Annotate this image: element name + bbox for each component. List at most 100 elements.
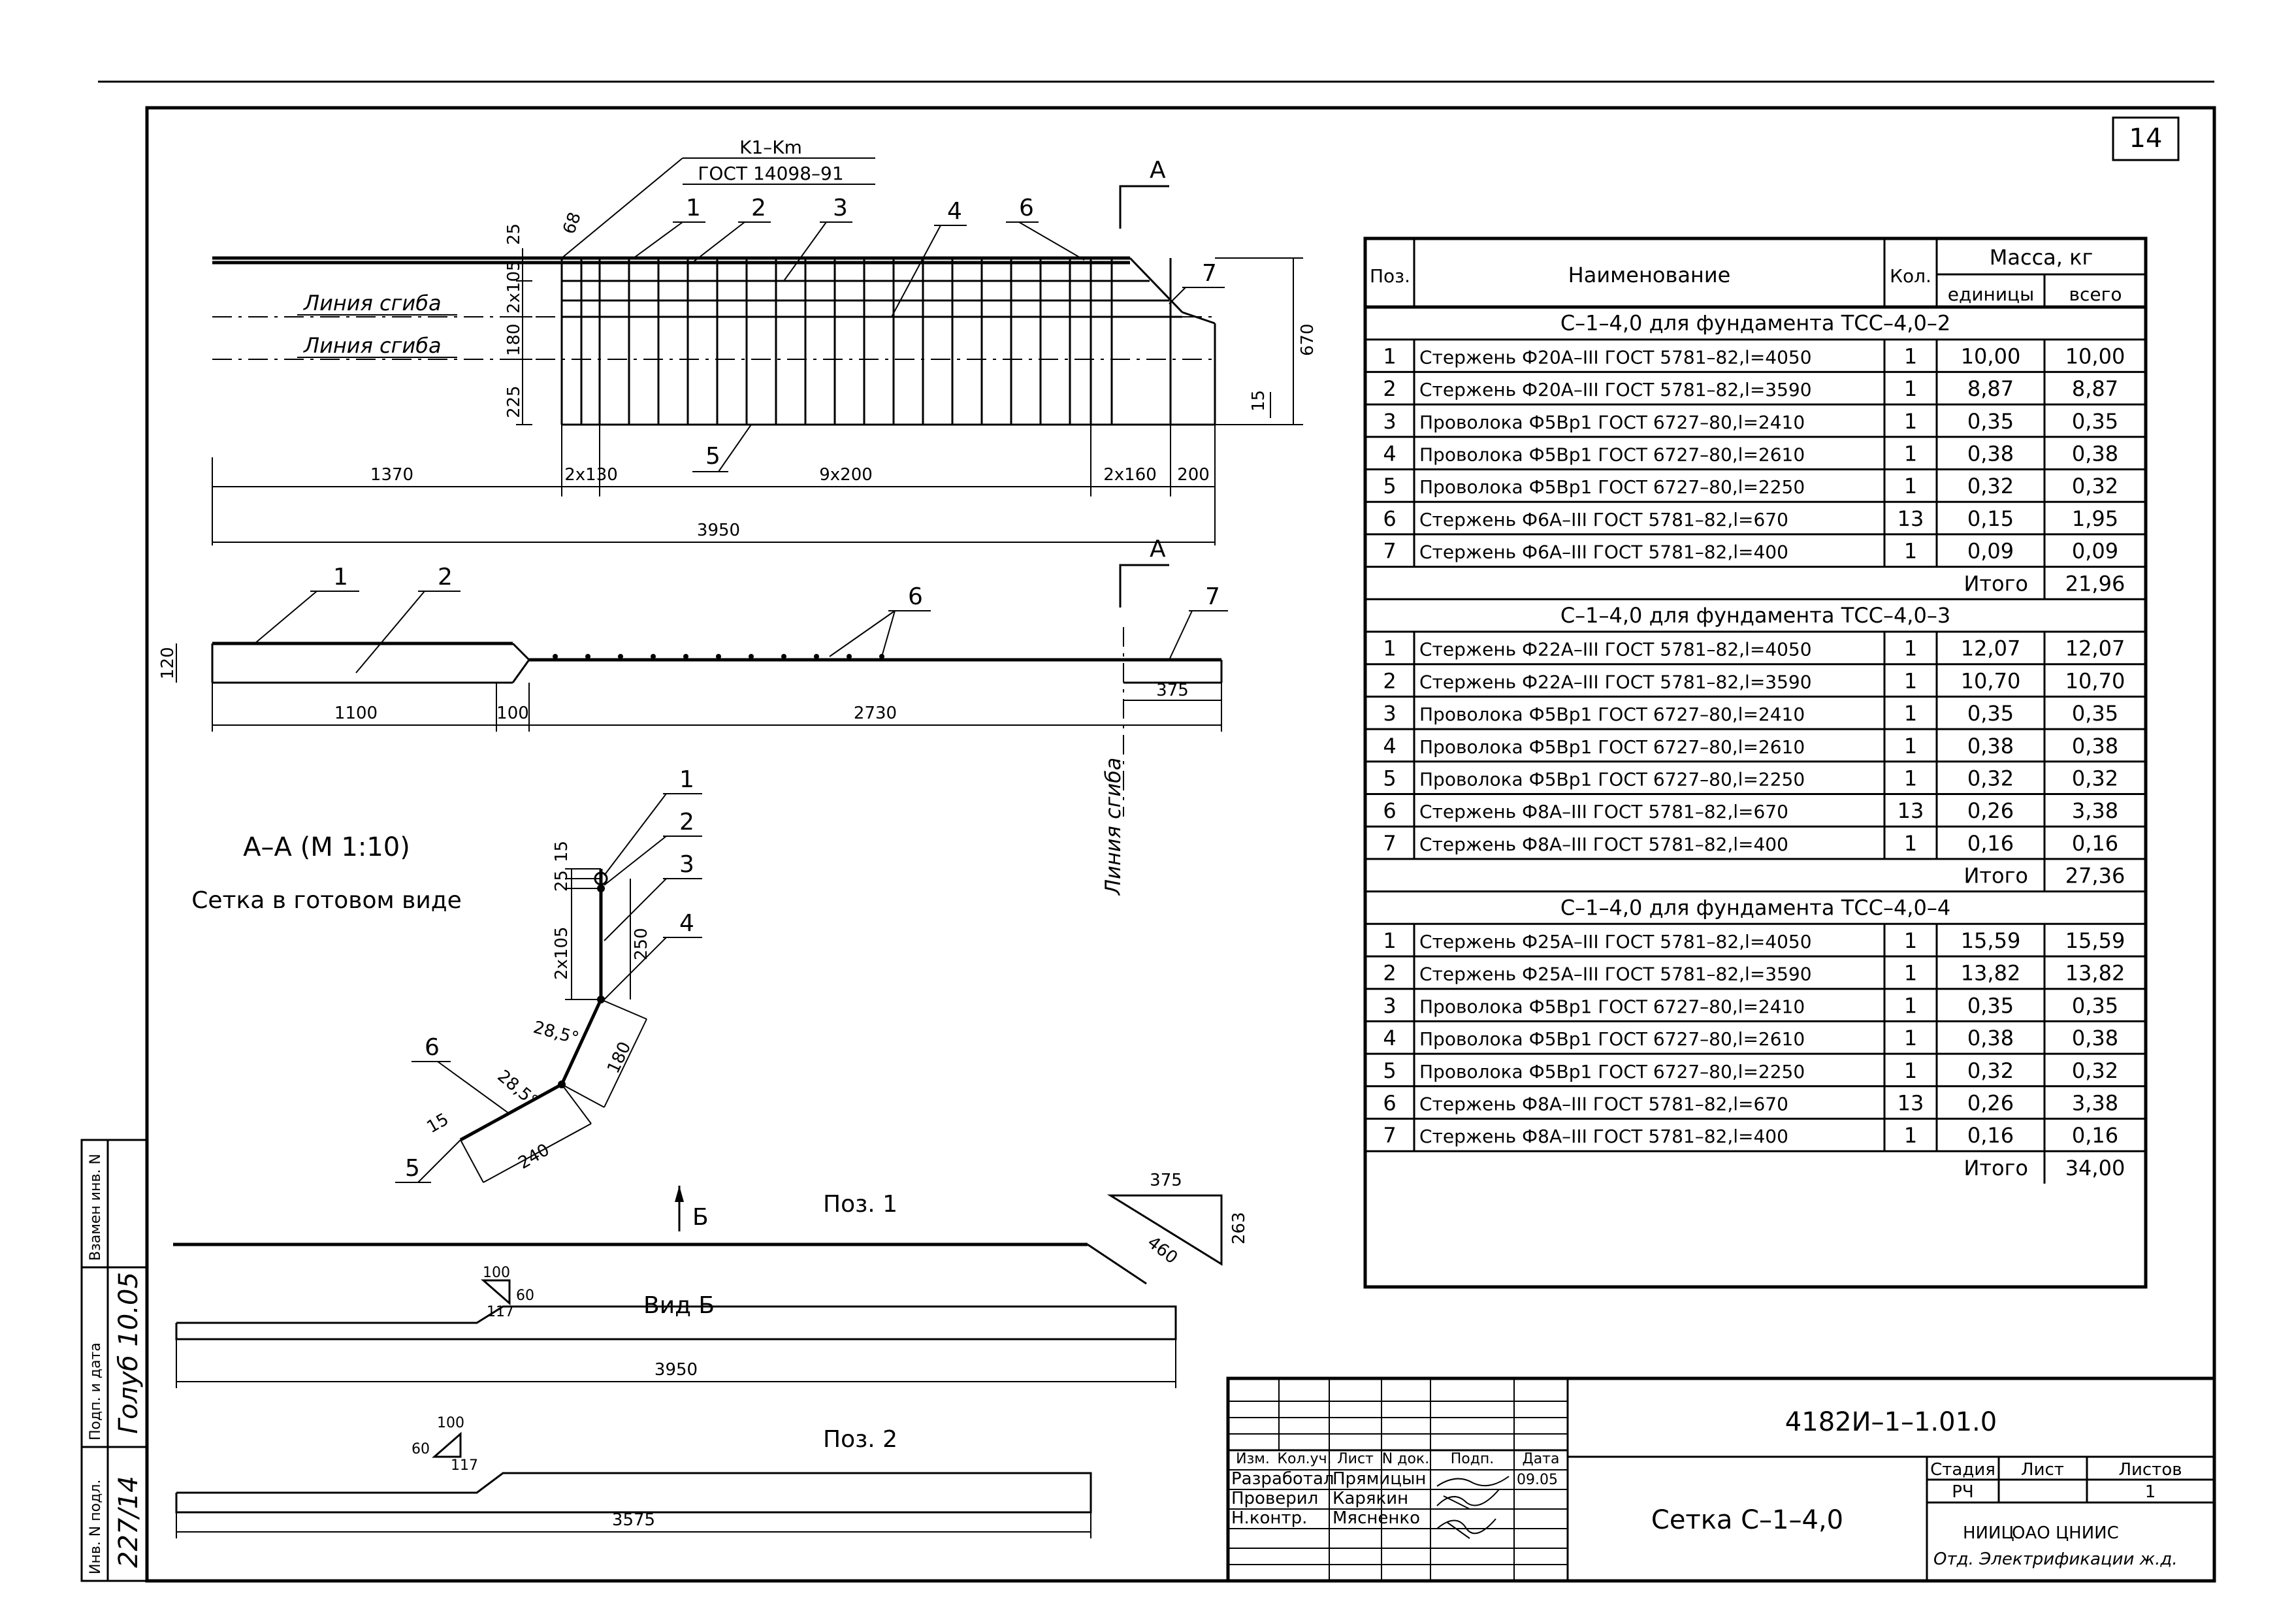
spec-cell-pos: 1	[1383, 636, 1396, 661]
spec-cell-total: 15,59	[2065, 928, 2125, 953]
pos2-bend-top: 100	[437, 1415, 464, 1431]
dim-180: 180	[504, 323, 524, 356]
spec-cell-total: 0,35	[2072, 993, 2118, 1018]
callout: 1	[333, 564, 348, 591]
spec-total-label: Итого	[1963, 571, 2028, 596]
spec-cell-unit: 0,38	[1967, 442, 2014, 466]
view-mark-b: Б	[692, 1204, 709, 1231]
stamp-inv-value: 227/14	[114, 1476, 144, 1568]
pos1-bend-top: 100	[483, 1265, 510, 1281]
bend-line-vertical-label: Линия сгиба	[1101, 757, 1125, 896]
spec-cell-qty: 1	[1904, 1026, 1917, 1050]
sec-angle-2: 28,5°	[494, 1066, 542, 1111]
spec-header-qty: Кол.	[1890, 265, 1931, 287]
spec-cell-total: 10,70	[2065, 668, 2125, 693]
spec-cell-pos: 2	[1383, 668, 1396, 693]
dim-2x130: 2х130	[564, 465, 618, 485]
dim-15: 15	[1249, 390, 1268, 412]
spec-header-total: всего	[2069, 284, 2122, 305]
spec-cell-pos: 3	[1383, 701, 1396, 726]
tri-dim-a: 375	[1150, 1171, 1182, 1190]
callout: 2	[438, 564, 453, 591]
signature-2	[1436, 1489, 1500, 1510]
spec-cell-name: Проволока Ф5Вр1 ГОСТ 6727–80,l=2410	[1419, 996, 1805, 1017]
spec-table: Поз. Наименование Кол. Масса, кг единицы…	[1363, 236, 2148, 1289]
transverse-bars	[560, 258, 1172, 425]
plan-view: Линия сгиба Линия сгиба K1–Km ГОСТ 14098…	[212, 137, 1317, 545]
dim-200: 200	[1177, 465, 1210, 485]
spec-cell-unit: 0,26	[1967, 798, 2014, 823]
page-number: 14	[2129, 123, 2163, 154]
spec-cell-unit: 0,32	[1967, 766, 2014, 791]
dim-9x200: 9х200	[819, 465, 873, 485]
spec-cell-pos: 5	[1383, 1058, 1396, 1083]
spec-header-name: Наименование	[1568, 263, 1731, 287]
spec-cell-name: Стержень Ф22А–III ГОСТ 5781–82,l=3590	[1419, 671, 1812, 692]
plan-callouts: 1 2 3 4 6 7 5	[633, 195, 1225, 472]
dim-100: 100	[496, 704, 529, 723]
spec-cell-pos: 2	[1383, 961, 1396, 986]
spec-cell-pos: 3	[1383, 409, 1396, 434]
spec-cell-name: Проволока Ф5Вр1 ГОСТ 6727–80,l=2610	[1419, 736, 1805, 758]
spec-cell-pos: 3	[1383, 993, 1396, 1018]
spec-cell-unit: 0,16	[1967, 1123, 2014, 1148]
spec-cell-qty: 1	[1904, 734, 1917, 758]
callout: 6	[908, 583, 923, 610]
callout: 7	[1205, 583, 1220, 610]
tri-dim-c: 460	[1144, 1233, 1182, 1268]
dim-68: 68	[559, 210, 585, 236]
spec-cell-total: 8,87	[2072, 376, 2118, 401]
dim-3950: 3950	[697, 521, 740, 540]
side-stamp: Инв. N подл. Подп. и дата Взамен инв. N …	[80, 1139, 148, 1582]
spec-cell-unit: 0,32	[1967, 474, 2014, 498]
spec-cell-total: 0,38	[2072, 734, 2118, 758]
spec-header-unit: единицы	[1948, 284, 2034, 305]
dim-120: 120	[158, 647, 178, 679]
callout: 1	[679, 766, 694, 793]
signature-1	[1436, 1476, 1510, 1487]
spec-cell-total: 10,00	[2065, 344, 2125, 368]
spec-cell-unit: 0,32	[1967, 1058, 2014, 1083]
sec-dim-15b: 15	[424, 1110, 453, 1138]
spec-cell-unit: 0,26	[1967, 1091, 2014, 1116]
bend-line-label-2: Линия сгиба	[303, 333, 442, 358]
spec-cell-name: Проволока Ф5Вр1 ГОСТ 6727–80,l=2250	[1419, 1061, 1805, 1082]
spec-cell-qty: 1	[1904, 344, 1917, 368]
frame: 14	[98, 80, 2216, 1583]
spec-cell-total: 3,38	[2072, 798, 2118, 823]
sec-dim-240: 240	[515, 1140, 553, 1173]
spec-total-value: 27,36	[2065, 864, 2125, 888]
callout: 6	[425, 1034, 440, 1061]
spec-cell-name: Проволока Ф5Вр1 ГОСТ 6727–80,l=2250	[1419, 476, 1805, 498]
spec-cell-unit: 0,35	[1967, 701, 2014, 726]
pos1-view: Б Поз. 1 375 263 460 Вид Б 100 60 117 39…	[173, 1171, 1249, 1388]
spec-cell-pos: 6	[1383, 798, 1396, 823]
spec-cell-unit: 10,70	[1961, 668, 2021, 693]
tb-role-developed: Разработал	[1231, 1469, 1334, 1489]
spec-cell-unit: 0,09	[1967, 539, 2014, 564]
spec-cell-unit: 0,38	[1967, 734, 2014, 758]
spec-cell-pos: 7	[1383, 539, 1396, 564]
spec-cell-total: 0,38	[2072, 442, 2118, 466]
spec-cell-total: 0,38	[2072, 1026, 2118, 1050]
sec-dim-180: 180	[604, 1039, 635, 1077]
spec-cell-name: Стержень Ф20А–III ГОСТ 5781–82,l=3590	[1419, 379, 1812, 400]
callout: 2	[751, 195, 766, 221]
spec-cell-unit: 0,16	[1967, 831, 2014, 856]
spec-cell-qty: 1	[1904, 409, 1917, 434]
pos2-length: 3575	[612, 1510, 655, 1530]
spec-cell-total: 13,82	[2065, 961, 2125, 986]
spec-cell-total: 1,95	[2072, 506, 2118, 531]
callout: 3	[833, 195, 848, 221]
spec-cell-qty: 1	[1904, 474, 1917, 498]
spec-cell-name: Стержень Ф6А–III ГОСТ 5781–82,l=670	[1419, 509, 1788, 530]
spec-cell-pos: 7	[1383, 831, 1396, 856]
stamp-inv-label: Инв. N подл.	[88, 1480, 104, 1574]
dim-670: 670	[1298, 323, 1317, 356]
spec-cell-name: Стержень Ф25А–III ГОСТ 5781–82,l=4050	[1419, 931, 1812, 952]
spec-cell-unit: 15,59	[1961, 928, 2021, 953]
spec-cell-name: Стержень Ф8А–III ГОСТ 5781–82,l=400	[1419, 1126, 1788, 1147]
signature-3	[1436, 1518, 1496, 1539]
spec-cell-qty: 1	[1904, 928, 1917, 953]
